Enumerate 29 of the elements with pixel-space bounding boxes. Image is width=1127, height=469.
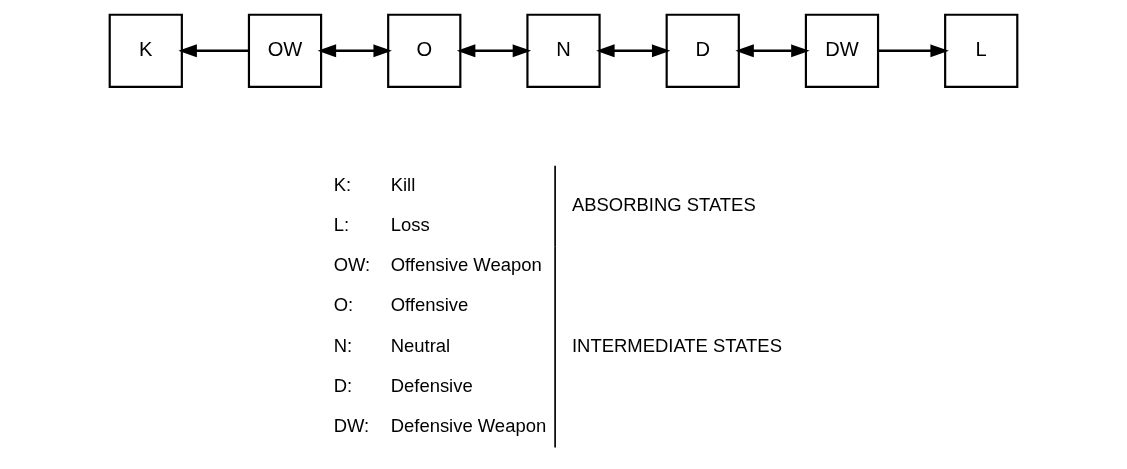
node-box: L — [944, 13, 1019, 88]
label: DW: — [333, 415, 370, 437]
node-box: D — [665, 13, 740, 88]
label: Kill — [390, 173, 416, 195]
label: Offensive Weapon — [390, 254, 542, 276]
node-box: K — [108, 13, 183, 88]
label: OW: — [333, 254, 371, 276]
arrow — [596, 44, 671, 58]
label: ABSORBING STATES — [571, 193, 756, 215]
node-box: N — [526, 13, 601, 88]
label: Loss — [390, 213, 430, 235]
node-box: O — [387, 13, 462, 88]
arrow — [317, 44, 392, 58]
label: Defensive — [390, 374, 473, 396]
label: Neutral — [390, 334, 451, 356]
label: K: — [333, 173, 352, 195]
node-box: DW — [804, 13, 880, 88]
arrow — [456, 44, 532, 58]
label: O: — [333, 294, 354, 316]
arrow — [178, 44, 249, 58]
label: INTERMEDIATE STATES — [571, 334, 782, 356]
label: N: — [333, 334, 353, 356]
arrow — [735, 44, 810, 58]
label: Offensive — [390, 294, 469, 316]
label: Defensive Weapon — [390, 415, 547, 437]
arrow — [878, 44, 949, 58]
label: L: — [333, 213, 350, 235]
node-box: OW — [247, 13, 323, 88]
label: D: — [333, 374, 353, 396]
